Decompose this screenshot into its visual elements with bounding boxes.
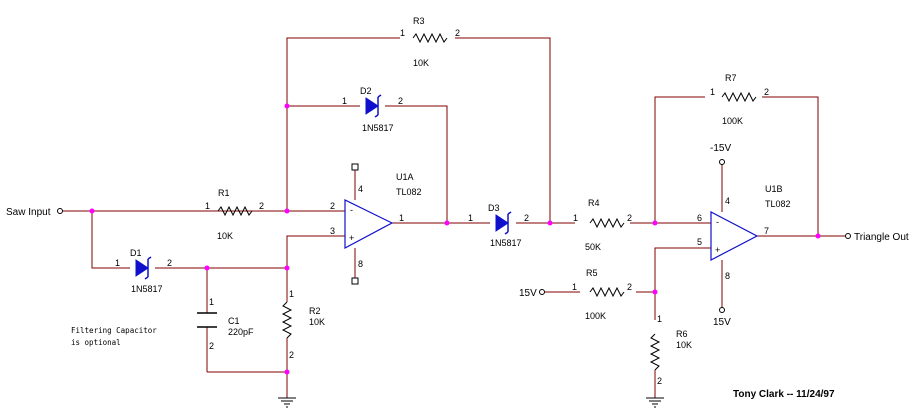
r6-value: 10K	[676, 340, 692, 350]
r3-value: 10K	[413, 58, 429, 68]
diode-d1: D1 1 2 1N5817	[115, 248, 172, 294]
resistor-r1: R1 1 2 10K	[205, 188, 264, 241]
u1a-pin-vm: 4	[358, 184, 363, 194]
saw-input-terminal	[57, 208, 63, 214]
u1a-sign-inv: -	[350, 205, 353, 215]
u1b-ref: U1B	[765, 184, 783, 194]
r1-pin1: 1	[205, 201, 210, 211]
r5-pin1: 1	[572, 282, 577, 292]
u1b-pin-out: 7	[764, 226, 769, 236]
saw-input-label: Saw Input	[6, 207, 51, 218]
u1a-pin-vp: 8	[358, 259, 363, 269]
notes: Filtering Capacitor is optional Tony Cla…	[71, 326, 835, 400]
r1-ref: R1	[218, 188, 230, 198]
diode-d2: D2 1 2 1N5817	[342, 86, 403, 133]
junctions	[89, 103, 821, 375]
diode-d3: D3 1 2 1N5817	[468, 203, 529, 248]
d2-ref: D2	[360, 86, 372, 96]
r1-value: 10K	[217, 231, 233, 241]
d3-pin2: 2	[524, 213, 529, 223]
opamp-u1a: - + 2 3 1 4 8 U1A TL082	[330, 163, 422, 285]
u1b-part: TL082	[765, 199, 791, 209]
u1a-part: TL082	[396, 187, 422, 197]
pos-supply-r5-terminal	[539, 289, 545, 295]
u1a-vm-terminal	[351, 163, 359, 171]
r7-value: 100K	[722, 116, 743, 126]
ground-r2	[278, 397, 296, 408]
d2-part: 1N5817	[362, 123, 394, 133]
r7-ref: R7	[725, 73, 737, 83]
r5-pin2: 2	[627, 282, 632, 292]
u1b-pin-vm: 4	[725, 196, 730, 206]
d3-part: 1N5817	[490, 238, 522, 248]
note-line2: is optional	[71, 338, 121, 347]
d2-pin1: 1	[342, 96, 347, 106]
signature: Tony Clark -- 11/24/97	[733, 389, 835, 400]
u1b-sign-inv: -	[716, 217, 719, 227]
r7-pin1: 1	[710, 87, 715, 97]
pos-supply-u1b-terminal	[719, 307, 725, 313]
d3-pin1: 1	[468, 213, 473, 223]
r2-pin2: 2	[289, 350, 294, 360]
c1-pin2: 2	[209, 341, 214, 351]
u1b-pin-noninv: 5	[697, 237, 702, 247]
resistor-r3: R3 1 2 10K	[400, 16, 460, 68]
opamp-u1b: - + 6 5 7 4 8 U1B TL082	[697, 184, 791, 281]
r6-pin2: 2	[657, 376, 662, 386]
d2-pin2: 2	[398, 96, 403, 106]
d1-pin2: 2	[167, 258, 172, 268]
r2-pin1: 1	[289, 289, 294, 299]
d1-ref: D1	[130, 248, 142, 258]
neg-supply-terminal	[719, 159, 725, 165]
r6-pin1: 1	[657, 314, 662, 324]
r4-pin2: 2	[627, 213, 632, 223]
resistor-r2: 1 2 R2 10K	[281, 289, 325, 360]
triangle-out-terminal	[845, 233, 851, 239]
r3-pin1: 1	[400, 28, 405, 38]
r5-value: 100K	[585, 311, 606, 321]
resistor-r6: 1 2 R6 10K	[649, 314, 692, 386]
r1-pin2: 2	[259, 201, 264, 211]
u1a-pin-noninv: 3	[330, 226, 335, 236]
resistor-r4: R4 1 2 50K	[573, 198, 632, 252]
d1-pin1: 1	[115, 258, 120, 268]
u1a-vp-terminal	[351, 277, 359, 285]
triangle-out-label: Triangle Out	[854, 232, 909, 243]
u1a-sign-noninv: +	[349, 233, 354, 243]
r7-pin2: 2	[764, 87, 769, 97]
r5-ref: R5	[586, 268, 598, 278]
pos-supply-r5-label: 15V	[519, 288, 537, 299]
resistor-r7: R7 1 2 100K	[710, 73, 769, 126]
r2-ref: R2	[309, 306, 321, 316]
resistor-r5: R5 1 2 100K	[572, 268, 632, 321]
r4-pin1: 1	[573, 213, 578, 223]
ports: Saw Input Triangle Out 15V -15V 15V	[6, 143, 909, 328]
d1-part: 1N5817	[131, 284, 163, 294]
u1a-pin-out: 1	[399, 213, 404, 223]
c1-pin1: 1	[209, 297, 214, 307]
r3-ref: R3	[413, 16, 425, 26]
r2-value: 10K	[309, 317, 325, 327]
r4-ref: R4	[588, 198, 600, 208]
r6-ref: R6	[676, 329, 688, 339]
ground-r6	[646, 397, 664, 408]
pos-supply-u1b-label: 15V	[713, 317, 731, 328]
u1a-pin-inv: 2	[330, 201, 335, 211]
neg-supply-label: -15V	[710, 143, 731, 154]
capacitor-c1: 1 2 C1 220pF	[197, 297, 254, 351]
u1b-sign-noninv: +	[715, 245, 720, 255]
u1b-pin-inv: 6	[697, 213, 702, 223]
u1a-ref: U1A	[396, 172, 414, 182]
r4-value: 50K	[585, 242, 601, 252]
wires	[63, 37, 845, 398]
c1-value: 220pF	[228, 327, 254, 337]
note-line1: Filtering Capacitor	[71, 326, 157, 335]
c1-ref: C1	[228, 316, 240, 326]
u1b-pin-vp: 8	[725, 271, 730, 281]
r3-pin2: 2	[455, 28, 460, 38]
d3-ref: D3	[488, 203, 500, 213]
